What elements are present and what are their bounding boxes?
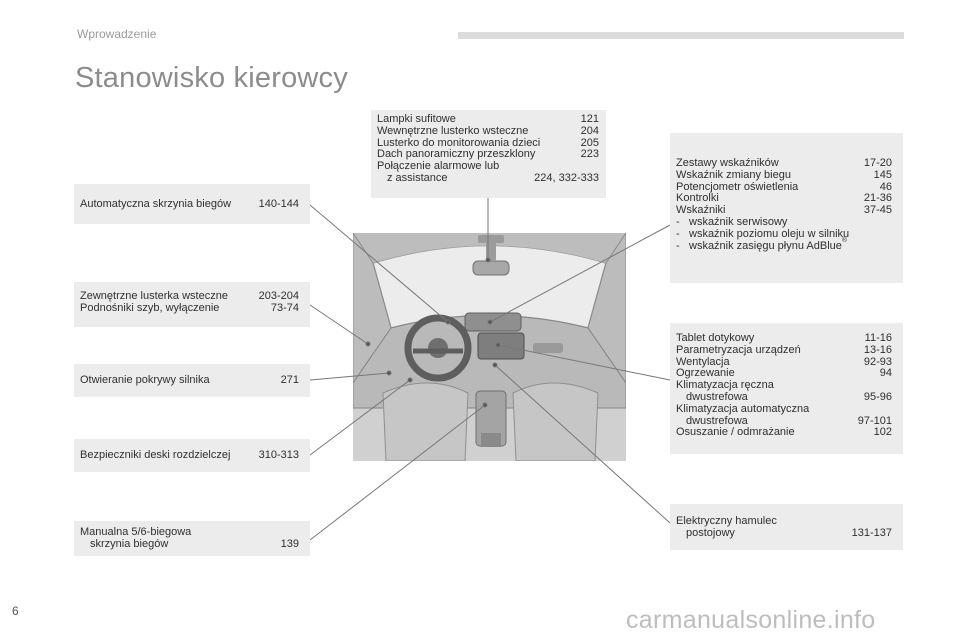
cockpit-illustration [353, 233, 626, 461]
cockpit-photo [353, 233, 626, 461]
list-item: -wskaźnik poziomu oleju w silniku [676, 227, 850, 240]
list-item: -wskaźnik serwisowy [676, 215, 788, 228]
list-item: Połączenie alarmowe lub [377, 160, 500, 173]
header-rule [458, 32, 904, 39]
list-item: Klimatyzacja automatyczna [676, 402, 810, 415]
list-item: Elektryczny hamulec [676, 515, 777, 527]
page-title: Stanowisko kierowcy [75, 62, 348, 94]
list-item: Klimatyzacja ręczna [676, 379, 774, 392]
section-header: Wprowadzenie [77, 27, 157, 41]
watermark: carmanualsonline.info [626, 606, 876, 634]
list-item: -wskaźnik zasięgu płynu AdBlue® [676, 236, 848, 252]
page-number: 6 [12, 604, 19, 618]
registered-mark: ® [841, 236, 848, 244]
list-item: Manualna 5/6-biegowa [80, 526, 192, 538]
